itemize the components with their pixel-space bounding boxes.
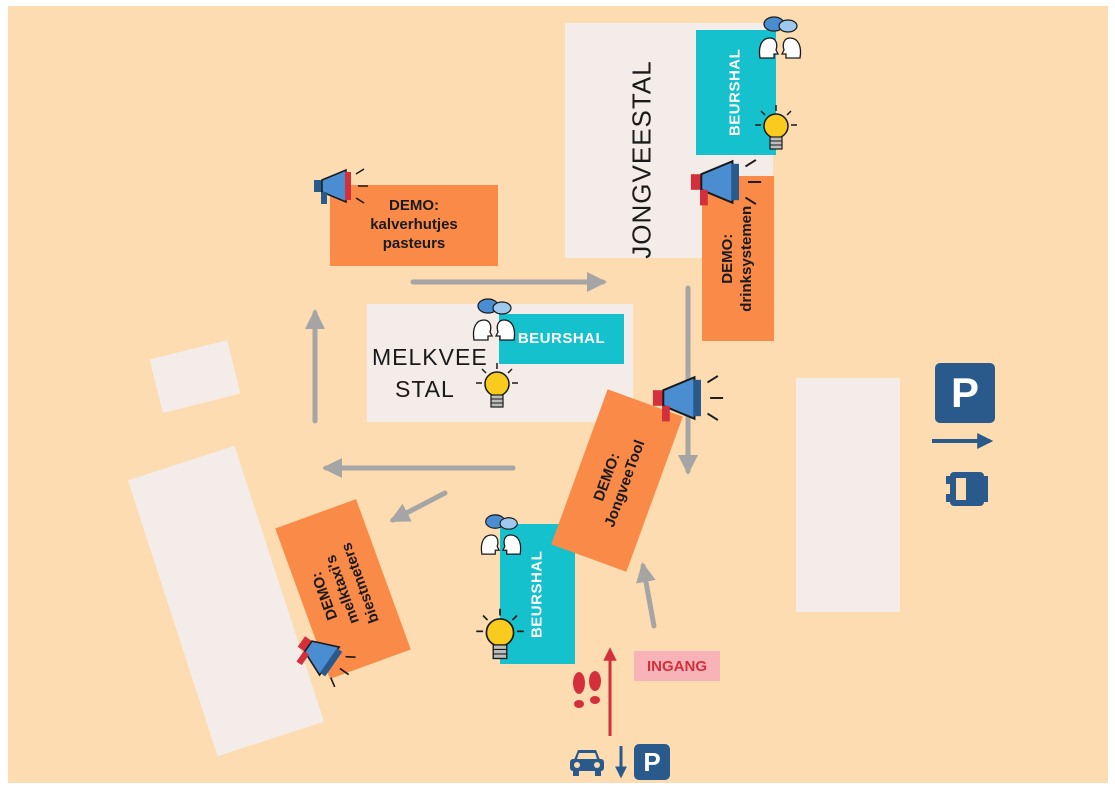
megaphone-icon [652, 375, 724, 422]
lightbulb-icon [476, 608, 524, 660]
entrance-label: INGANG [634, 651, 720, 681]
lightbulb-icon [755, 105, 797, 150]
beurshal-center: BEURSHAL [499, 314, 624, 364]
car-icon [570, 750, 604, 776]
parking-sign-icon: P [634, 744, 670, 780]
site-map: JONGVEESTAL MELKVEE STAL BEURSHAL BEURSH… [8, 6, 1108, 783]
parking-sign-icon: P [935, 363, 995, 423]
megaphone-icon [296, 636, 356, 688]
melkveestal-label-line1: MELKVEE [372, 344, 488, 370]
demo-kalverhutjes: DEMO: kalverhutjes pasteurs [330, 185, 498, 266]
bus-icon [946, 472, 988, 506]
demo-drinksystemen: DEMO: drinksystemen [702, 176, 774, 341]
discussion-heads-icon [758, 16, 802, 59]
discussion-heads-icon [480, 514, 522, 555]
building-right [796, 378, 900, 612]
megaphone-icon [690, 159, 762, 206]
melkveestal-label-line2: STAL [395, 376, 455, 402]
route-arrow-from-entrance [636, 562, 657, 629]
route-arrow-diagonal-melktaxis [389, 490, 448, 523]
footsteps-icon [573, 671, 601, 708]
lightbulb-icon [476, 363, 518, 408]
discussion-heads-icon [472, 298, 516, 341]
megaphone-icon [314, 168, 368, 204]
